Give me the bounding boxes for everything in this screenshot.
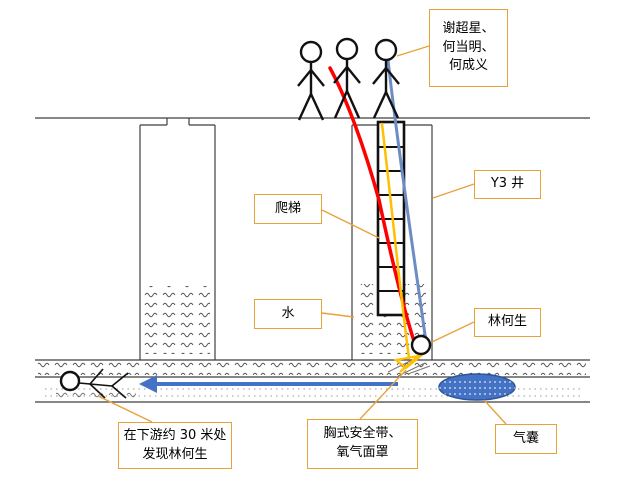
- water-channel: [38, 362, 586, 375]
- rescuer-figure-2: [333, 37, 361, 119]
- water-near-fallen-figure: [56, 390, 136, 401]
- flow-arrow: [139, 375, 398, 393]
- water-left-shaft: [144, 286, 210, 354]
- label-water: 水: [254, 299, 322, 329]
- label-airbag: 气囊: [495, 424, 557, 454]
- rescuer-figure-3: [372, 38, 400, 119]
- rescuer-figure-1: [297, 40, 325, 121]
- label-ladder: 爬梯: [254, 194, 322, 224]
- airbag-ellipse: [438, 373, 516, 401]
- victim-head: [410, 334, 432, 356]
- rope-blue: [386, 58, 429, 351]
- label-rescuers: 谢超星、 何当明、 何成义: [429, 9, 508, 87]
- label-harness: 胸式安全带、 氧气面罩: [307, 419, 418, 469]
- label-found-location: 在下游约 30 米处 发现林何生: [118, 422, 232, 469]
- callout-connectors: [97, 45, 507, 425]
- rope-yellow: [380, 122, 411, 360]
- label-victim: 林何生: [474, 308, 541, 337]
- left-shaft: [139, 118, 216, 360]
- label-well: Y3 井: [474, 170, 541, 199]
